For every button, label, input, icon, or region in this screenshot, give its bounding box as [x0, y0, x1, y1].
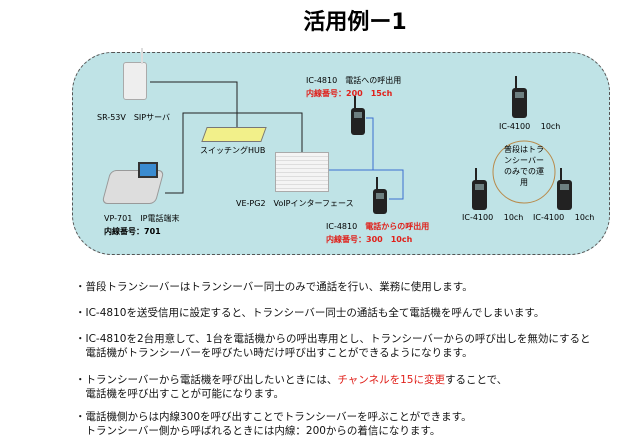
- note-5: ・電話機側からは内線300を呼び出すことでトランシーバーを呼ぶことができます。 …: [75, 410, 472, 438]
- gateway-radio-line-1: [327, 117, 374, 171]
- note-1: ・普段トランシーバーはトランシーバー同士のみで通話を行い、業務に使用します。: [75, 281, 473, 293]
- note-3: ・IC-4810を2台用意して、1台を電話機からの呼出専用とし、トランシーバーか…: [75, 332, 590, 360]
- note-circle: [492, 140, 556, 204]
- radio-call-to-phone-label: IC-4810 電話への呼出用: [306, 76, 402, 85]
- phone-extension: 内線番号：701: [104, 227, 161, 236]
- radio-call-from-phone-ext: 内線番号：300 10ch: [326, 235, 413, 244]
- note-3-line-2: 電話機がトランシーバーを呼びたい時だけ呼び出すことができるようになります。: [75, 347, 473, 359]
- radio-call-from-phone-label: IC-4810 電話からの呼出用: [326, 221, 429, 232]
- transceiver-label: IC-4100 10ch: [533, 213, 595, 222]
- hub-label: スイッチングHUB: [200, 146, 266, 155]
- phone-gateway-line: [165, 112, 303, 194]
- phone-screen-icon: [138, 162, 158, 178]
- transceiver-label: IC-4100 10ch: [462, 213, 524, 222]
- note-3-line-1: ・IC-4810を2台用意して、1台を電話機からの呼出専用とし、トランシーバーか…: [75, 333, 591, 345]
- phone-label: VP-701 IP電話端末: [104, 214, 180, 223]
- note-4-highlight: チャンネルを15に変更: [337, 374, 445, 386]
- voip-gateway-icon: [275, 152, 329, 192]
- note-5-line-2: トランシーバー側から呼ばれるときには内線：200からの着信になります。: [75, 425, 441, 437]
- page-title: 活用例ー1: [303, 10, 407, 35]
- transceiver-icon: [472, 168, 487, 210]
- note-4: ・トランシーバーから電話機を呼び出したいときには、チャンネルを15に変更すること…: [75, 373, 507, 401]
- transceiver-label: IC-4100 10ch: [499, 122, 561, 131]
- note-5-line-1: ・電話機側からは内線300を呼び出すことでトランシーバーを呼ぶことができます。: [75, 411, 472, 423]
- sip-server-icon: [123, 62, 147, 100]
- radio-call-to-phone-ext: 内線番号：200 15ch: [306, 89, 393, 98]
- server-label: SR-53V SIPサーバ: [97, 113, 171, 122]
- transceiver-icon: [557, 168, 572, 210]
- transceiver-icon: [351, 96, 365, 135]
- server-hub-line: [150, 81, 238, 127]
- connection-lines: [150, 81, 556, 204]
- switching-hub-icon: [201, 127, 267, 142]
- transceiver-icon: [512, 76, 527, 118]
- note-2-warning: ・IC-4810を送受信用に設定すると、トランシーバー同士の通話も全て電話機を呼…: [75, 307, 545, 319]
- gateway-label: VE-PG2 VoIPインターフェース: [236, 199, 354, 208]
- server-antenna-icon: [141, 48, 143, 64]
- note-4-line-2: 電話機を呼び出すことが可能になります。: [75, 388, 284, 400]
- radio-purpose: 電話からの呼出用: [365, 222, 430, 231]
- transceiver-icon: [373, 177, 387, 214]
- network-diagram-panel: [72, 52, 610, 255]
- note-4-post: することで、: [444, 374, 508, 386]
- gateway-radio-line-2: [373, 169, 404, 200]
- note-4-pre: ・トランシーバーから電話機を呼び出したいときには、: [75, 374, 338, 386]
- circle-note: 普段はトランシーバーのみでの運用: [504, 145, 544, 187]
- radio-model: IC-4810: [326, 222, 358, 231]
